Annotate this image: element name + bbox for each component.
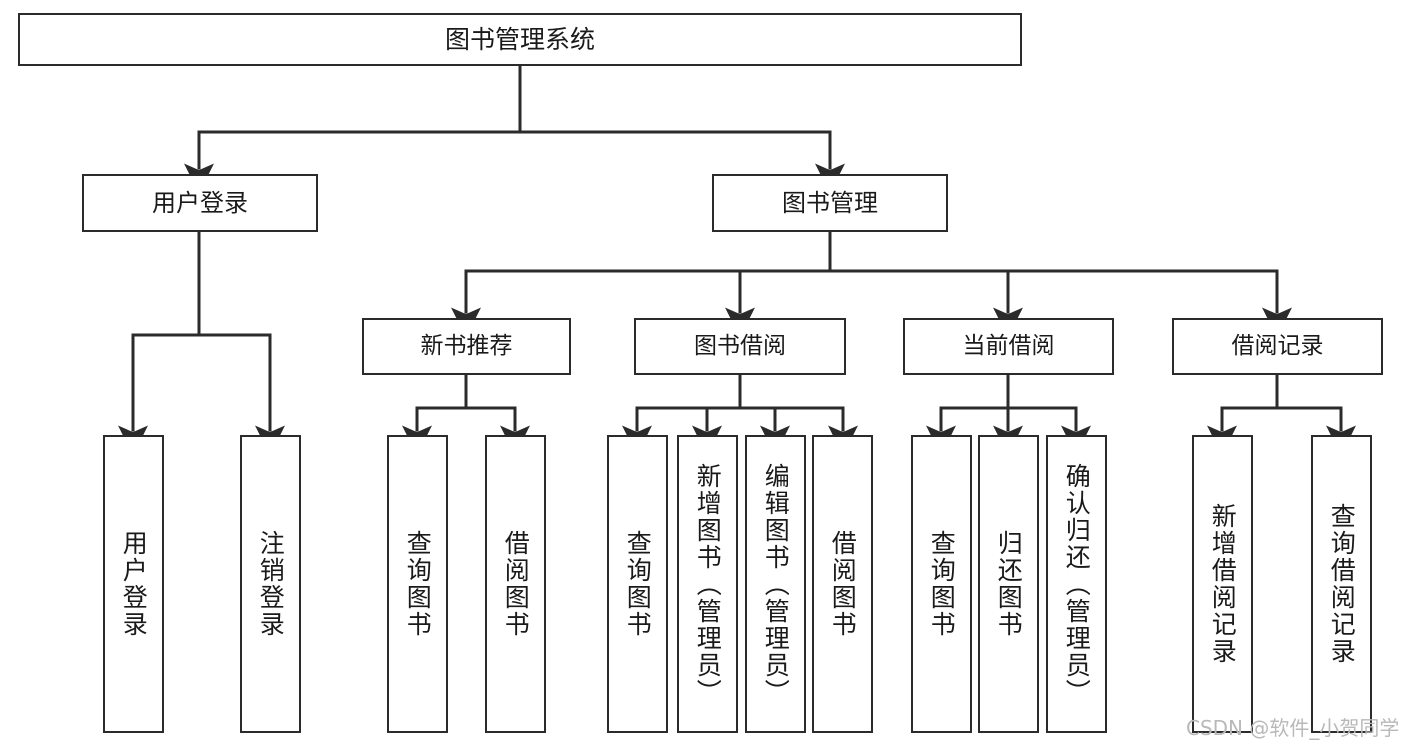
node-label: 新增借阅记录 (1208, 503, 1238, 665)
node-label: 借阅图书 (828, 530, 858, 638)
node-user-login[interactable]: 用户登录 (82, 174, 318, 232)
node-label: 图书管理系统 (444, 24, 595, 54)
csdn-watermark: CSDN @软件_小贺同学 (1186, 716, 1400, 740)
node-label: 确认归还（管理员） (1062, 462, 1092, 706)
leaf-logout[interactable]: 注销登录 (240, 435, 301, 733)
leaf-query-book-recommend[interactable]: 查询图书 (387, 435, 448, 733)
node-label: 新书推荐 (420, 332, 513, 359)
node-current-borrow[interactable]: 当前借阅 (903, 318, 1114, 375)
leaf-add-borrow-record[interactable]: 新增借阅记录 (1192, 435, 1253, 733)
node-new-book-recommend[interactable]: 新书推荐 (362, 318, 571, 375)
node-borrow-record[interactable]: 借阅记录 (1172, 318, 1383, 375)
leaf-confirm-return-admin[interactable]: 确认归还（管理员） (1046, 435, 1107, 733)
leaf-add-book-admin[interactable]: 新增图书（管理员） (677, 435, 738, 733)
node-label: 当前借阅 (962, 332, 1055, 359)
node-book-management[interactable]: 图书管理 (712, 174, 948, 232)
node-label: 用户登录 (152, 188, 248, 217)
leaf-user-login[interactable]: 用户登录 (103, 435, 164, 733)
node-label: 借阅记录 (1231, 332, 1324, 359)
node-root-library-system[interactable]: 图书管理系统 (18, 13, 1022, 66)
node-label: 注销登录 (256, 530, 286, 638)
leaf-query-borrow-record[interactable]: 查询借阅记录 (1311, 435, 1372, 733)
leaf-edit-book-admin[interactable]: 编辑图书（管理员） (745, 435, 806, 733)
node-label: 归还图书 (994, 530, 1024, 638)
node-label: 编辑图书（管理员） (761, 462, 791, 706)
leaf-borrow-book[interactable]: 借阅图书 (812, 435, 873, 733)
leaf-borrow-book-recommend[interactable]: 借阅图书 (485, 435, 546, 733)
leaf-query-book-borrow[interactable]: 查询图书 (607, 435, 668, 733)
node-label: 用户登录 (119, 530, 149, 638)
node-label: 图书管理 (782, 188, 878, 217)
leaf-query-book-current[interactable]: 查询图书 (911, 435, 972, 733)
node-label: 图书借阅 (694, 332, 786, 359)
node-label: 查询图书 (927, 530, 957, 638)
node-label: 查询借阅记录 (1327, 503, 1357, 665)
node-book-borrow[interactable]: 图书借阅 (634, 318, 846, 375)
leaf-return-book[interactable]: 归还图书 (978, 435, 1039, 733)
node-label: 查询图书 (623, 530, 653, 638)
node-label: 借阅图书 (501, 530, 531, 638)
node-label: 新增图书（管理员） (693, 462, 723, 706)
node-label: 查询图书 (403, 530, 433, 638)
